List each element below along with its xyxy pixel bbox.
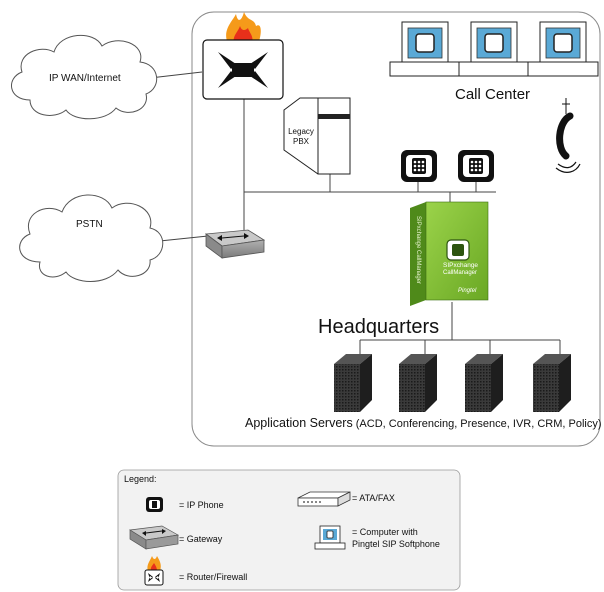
pstn-cloud-icon	[19, 194, 164, 282]
legacy-pbx-label: Legacy PBX	[288, 127, 314, 146]
pstn-cloud-label: PSTN	[76, 219, 103, 230]
legend-gateway-label: = Gateway	[179, 534, 223, 544]
product-box-brand: Pingtel	[458, 288, 477, 294]
legend-gateway-icon	[128, 525, 180, 550]
ip-phone-icon-2	[458, 150, 494, 182]
legend-title: Legend:	[124, 474, 157, 484]
pbx-icon	[283, 97, 351, 175]
gateway-icon	[204, 229, 266, 259]
headquarters-title: Headquarters	[318, 316, 440, 338]
product-box-spine: SIPxchange CallManager	[415, 215, 421, 285]
legend-ata-fax-icon	[297, 491, 351, 507]
router-firewall-icon	[202, 12, 284, 100]
servers-caption-detail: (ACD, Conferencing, Presence, IVR, CRM, …	[352, 418, 602, 430]
ip-phone-icon-1	[401, 150, 437, 182]
servers-caption-main: Application Servers	[245, 416, 353, 430]
legend-ip-phone-icon	[146, 497, 163, 512]
legend-computer-label-1: = Computer with	[352, 527, 418, 537]
servers-caption: Application Servers (ACD, Conferencing, …	[245, 416, 602, 430]
server-icon-3	[465, 354, 503, 412]
server-icon-4	[533, 354, 571, 412]
legend-box	[117, 469, 461, 591]
server-icon-2	[399, 354, 437, 412]
legend-ata-fax-label: = ATA/FAX	[352, 493, 395, 503]
legend-router-icon	[144, 556, 164, 586]
legend-router-label: = Router/Firewall	[179, 572, 248, 582]
legend-computer-icon	[314, 525, 346, 550]
handset-icon	[555, 98, 581, 173]
wan-cloud-label: IP WAN/Internet	[49, 73, 121, 84]
computer-icon-2	[458, 21, 530, 77]
product-box-icon	[410, 201, 489, 306]
wan-cloud-icon	[11, 34, 157, 120]
server-icon-1	[334, 354, 372, 412]
computer-icon-1	[389, 21, 461, 77]
legend-ip-phone-label: = IP Phone	[179, 500, 224, 510]
computer-icon-3	[527, 21, 599, 77]
legend-computer-label-2: Pingtel SIP Softphone	[352, 539, 440, 549]
product-box-line1: SIPxchange	[443, 262, 479, 269]
call-center-label: Call Center	[455, 86, 531, 103]
product-box-line2: CallManager	[443, 270, 478, 276]
